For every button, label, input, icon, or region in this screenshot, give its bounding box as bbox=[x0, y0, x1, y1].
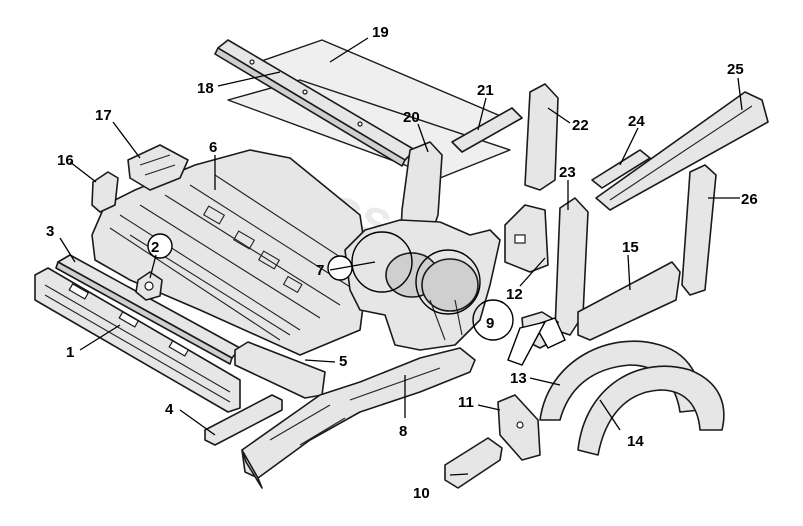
label-3: 3 bbox=[46, 223, 54, 240]
label-4: 4 bbox=[165, 401, 174, 418]
callout-labels: 1 2 3 4 5 6 7 8 9 10 11 12 13 14 15 16 1… bbox=[46, 24, 758, 502]
part-22-pillar bbox=[524, 83, 559, 191]
label-20: 20 bbox=[403, 109, 420, 126]
label-12: 12 bbox=[506, 286, 523, 303]
label-23: 23 bbox=[559, 164, 576, 181]
part-24-rail bbox=[591, 149, 651, 189]
label-21: 21 bbox=[477, 82, 494, 99]
part-11-bracket bbox=[497, 394, 541, 461]
label-15: 15 bbox=[622, 239, 639, 256]
part-10-bracket bbox=[444, 437, 503, 489]
label-14: 14 bbox=[627, 433, 644, 450]
part-1-beam bbox=[34, 267, 241, 413]
leader-lines bbox=[59, 37, 743, 476]
label-10: 10 bbox=[413, 485, 430, 502]
label-1: 1 bbox=[66, 344, 74, 361]
part-17-bracket bbox=[127, 144, 189, 191]
part-4-bar bbox=[204, 394, 283, 446]
label-18: 18 bbox=[197, 80, 214, 97]
part-15-sill bbox=[577, 261, 681, 341]
part-12-bracket bbox=[504, 204, 549, 273]
label-6: 6 bbox=[209, 139, 217, 156]
label-19: 19 bbox=[372, 24, 389, 41]
label-16: 16 bbox=[57, 152, 74, 169]
label-24: 24 bbox=[628, 113, 645, 130]
label-8: 8 bbox=[399, 423, 407, 440]
label-17: 17 bbox=[95, 107, 112, 124]
label-2: 2 bbox=[151, 239, 159, 256]
part-8-frame-rail bbox=[241, 347, 476, 489]
label-13: 13 bbox=[510, 370, 527, 387]
label-9: 9 bbox=[486, 315, 494, 332]
label-22: 22 bbox=[572, 117, 589, 134]
part-2-bracket bbox=[135, 271, 163, 301]
label-11: 11 bbox=[458, 394, 474, 411]
part-16-gusset bbox=[91, 171, 119, 213]
part-14-wheel-arch bbox=[539, 340, 725, 456]
label-25: 25 bbox=[727, 61, 744, 78]
part-3-cross-member bbox=[55, 254, 241, 365]
label-7: 7 bbox=[316, 262, 324, 279]
part-25-rail bbox=[595, 91, 769, 211]
label-5: 5 bbox=[339, 353, 347, 370]
part-26-post bbox=[681, 164, 717, 296]
part-21-rail bbox=[451, 107, 523, 153]
label-26: 26 bbox=[741, 191, 758, 208]
